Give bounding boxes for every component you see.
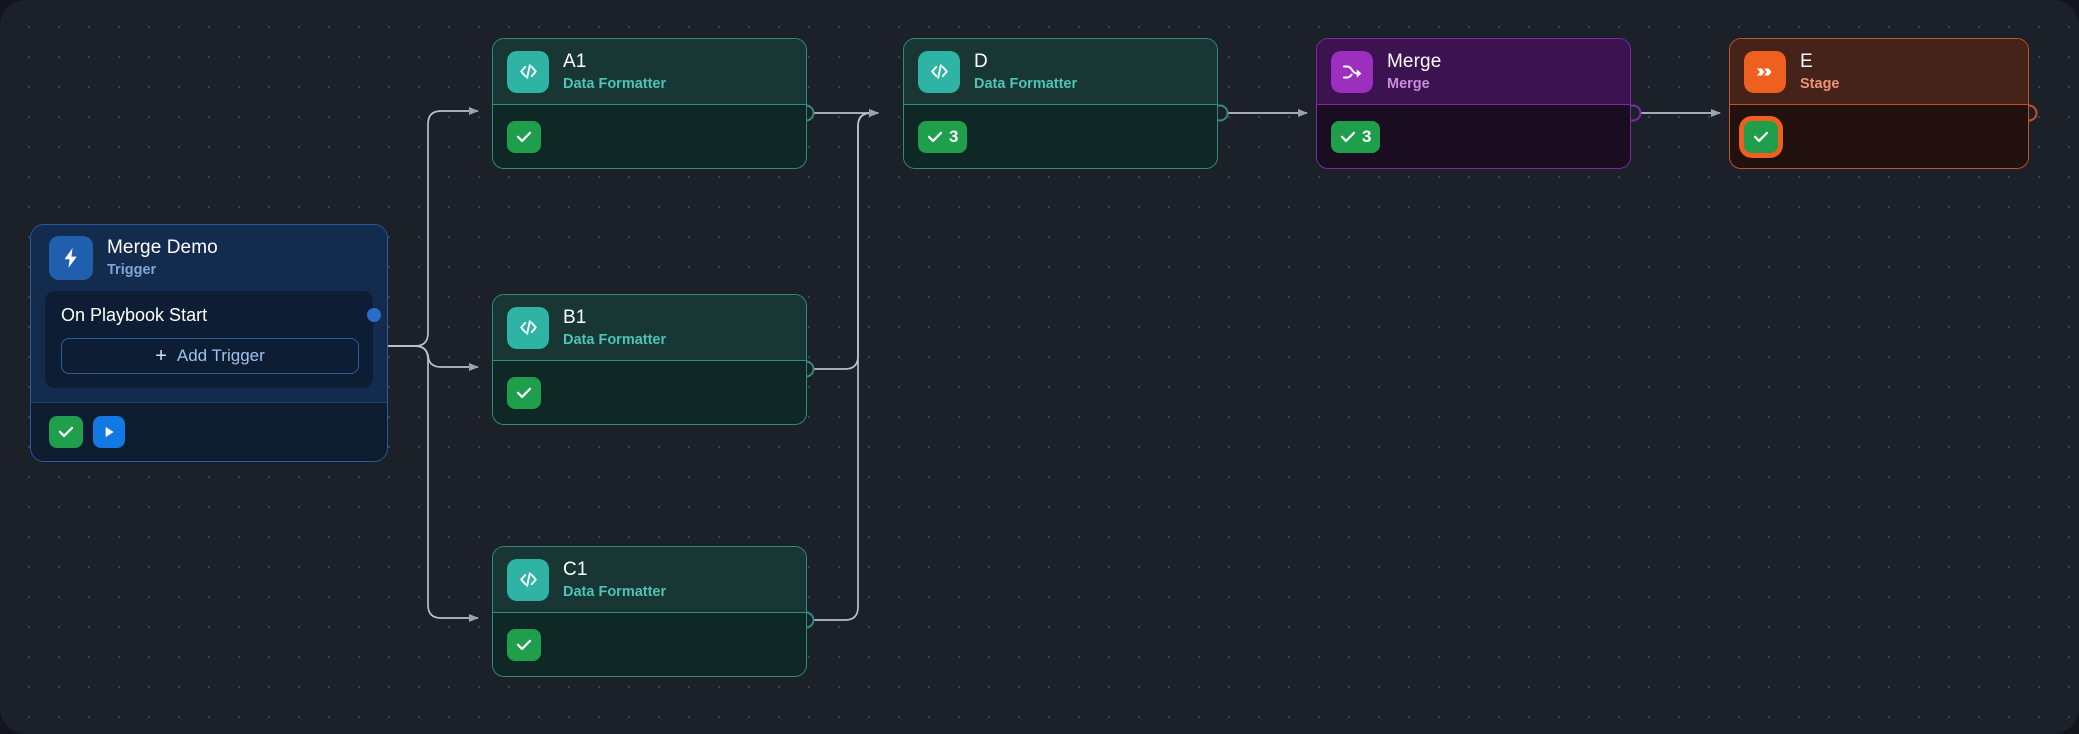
check-icon bbox=[1340, 131, 1356, 142]
trigger-header[interactable]: Merge Demo Trigger bbox=[31, 225, 387, 291]
check-icon bbox=[516, 387, 532, 398]
node-merge-status-count: 3 bbox=[1362, 127, 1372, 146]
node-b1[interactable]: B1 Data Formatter bbox=[492, 294, 807, 425]
node-c1-header[interactable]: C1 Data Formatter bbox=[493, 547, 806, 612]
node-c1-subtitle: Data Formatter bbox=[563, 583, 667, 600]
node-d-title: D bbox=[974, 50, 988, 72]
check-icon bbox=[1753, 131, 1769, 142]
node-c1[interactable]: C1 Data Formatter bbox=[492, 546, 807, 677]
code-brackets-icon bbox=[507, 558, 549, 601]
node-a1[interactable]: A1 Data Formatter bbox=[492, 38, 807, 169]
check-icon bbox=[927, 131, 943, 142]
node-a1-status-badge[interactable] bbox=[507, 120, 541, 153]
node-e-status-badge[interactable] bbox=[1744, 120, 1778, 153]
node-e-title: E bbox=[1800, 50, 1813, 72]
node-merge-header[interactable]: Merge Merge bbox=[1317, 39, 1630, 104]
double-chevron-icon bbox=[1744, 50, 1786, 93]
node-a1-body bbox=[493, 104, 806, 168]
trigger-event-label: On Playbook Start bbox=[61, 305, 208, 325]
edge-b1-d bbox=[812, 109, 879, 370]
node-e-subtitle: Stage bbox=[1800, 75, 1840, 92]
trigger-title: Merge Demo bbox=[107, 237, 218, 258]
node-e-header[interactable]: E Stage bbox=[1730, 39, 2028, 104]
check-icon bbox=[516, 639, 532, 650]
node-d[interactable]: D Data Formatter 3 bbox=[903, 38, 1218, 169]
add-trigger-label: Add Trigger bbox=[176, 346, 265, 365]
node-c1-status-badge[interactable] bbox=[507, 628, 541, 661]
trigger-status-badge[interactable] bbox=[49, 416, 83, 448]
node-d-subtitle: Data Formatter bbox=[974, 75, 1078, 92]
node-d-header[interactable]: D Data Formatter bbox=[904, 39, 1217, 104]
run-playbook-button[interactable] bbox=[93, 416, 125, 448]
node-b1-subtitle: Data Formatter bbox=[563, 331, 667, 348]
plus-icon: + bbox=[155, 345, 167, 367]
node-b1-header[interactable]: B1 Data Formatter bbox=[493, 295, 806, 360]
node-b1-body bbox=[493, 360, 806, 424]
trigger-footer bbox=[31, 402, 387, 461]
node-d-status-count: 3 bbox=[949, 127, 959, 146]
trigger-event-card[interactable]: On Playbook Start + Add Trigger bbox=[45, 291, 381, 388]
trigger-subtitle: Trigger bbox=[107, 262, 157, 278]
lightning-bolt-icon bbox=[49, 236, 93, 280]
code-brackets-icon bbox=[507, 50, 549, 93]
node-a1-subtitle: Data Formatter bbox=[563, 75, 667, 92]
node-merge-status-badge[interactable]: 3 bbox=[1331, 120, 1381, 153]
node-merge[interactable]: Merge Merge 3 bbox=[1316, 38, 1631, 169]
node-merge-subtitle: Merge bbox=[1387, 75, 1430, 92]
check-icon bbox=[58, 426, 74, 438]
node-e-body bbox=[1730, 104, 2028, 168]
play-icon bbox=[105, 427, 114, 437]
node-a1-title: A1 bbox=[563, 50, 587, 72]
trigger-node[interactable]: Merge Demo Trigger On Playbook Start + A… bbox=[30, 224, 388, 462]
edge-c1-d bbox=[812, 109, 879, 621]
node-d-status-badge[interactable]: 3 bbox=[918, 120, 968, 153]
check-icon bbox=[516, 131, 532, 142]
node-a1-header[interactable]: A1 Data Formatter bbox=[493, 39, 806, 104]
node-merge-body: 3 bbox=[1317, 104, 1630, 168]
node-c1-title: C1 bbox=[563, 558, 588, 580]
node-e[interactable]: E Stage bbox=[1729, 38, 2029, 169]
node-b1-status-badge[interactable] bbox=[507, 376, 541, 409]
node-c1-body bbox=[493, 612, 806, 676]
code-brackets-icon bbox=[507, 306, 549, 349]
code-brackets-icon bbox=[918, 50, 960, 93]
trigger-body: On Playbook Start + Add Trigger bbox=[31, 291, 387, 402]
node-merge-title: Merge bbox=[1387, 50, 1442, 72]
trigger-output-port[interactable] bbox=[367, 308, 381, 322]
trigger-event-row[interactable]: On Playbook Start bbox=[61, 305, 381, 325]
node-b1-title: B1 bbox=[563, 306, 587, 328]
node-d-body: 3 bbox=[904, 104, 1217, 168]
merge-arrow-icon bbox=[1331, 50, 1373, 93]
add-trigger-button[interactable]: + Add Trigger bbox=[61, 338, 359, 374]
